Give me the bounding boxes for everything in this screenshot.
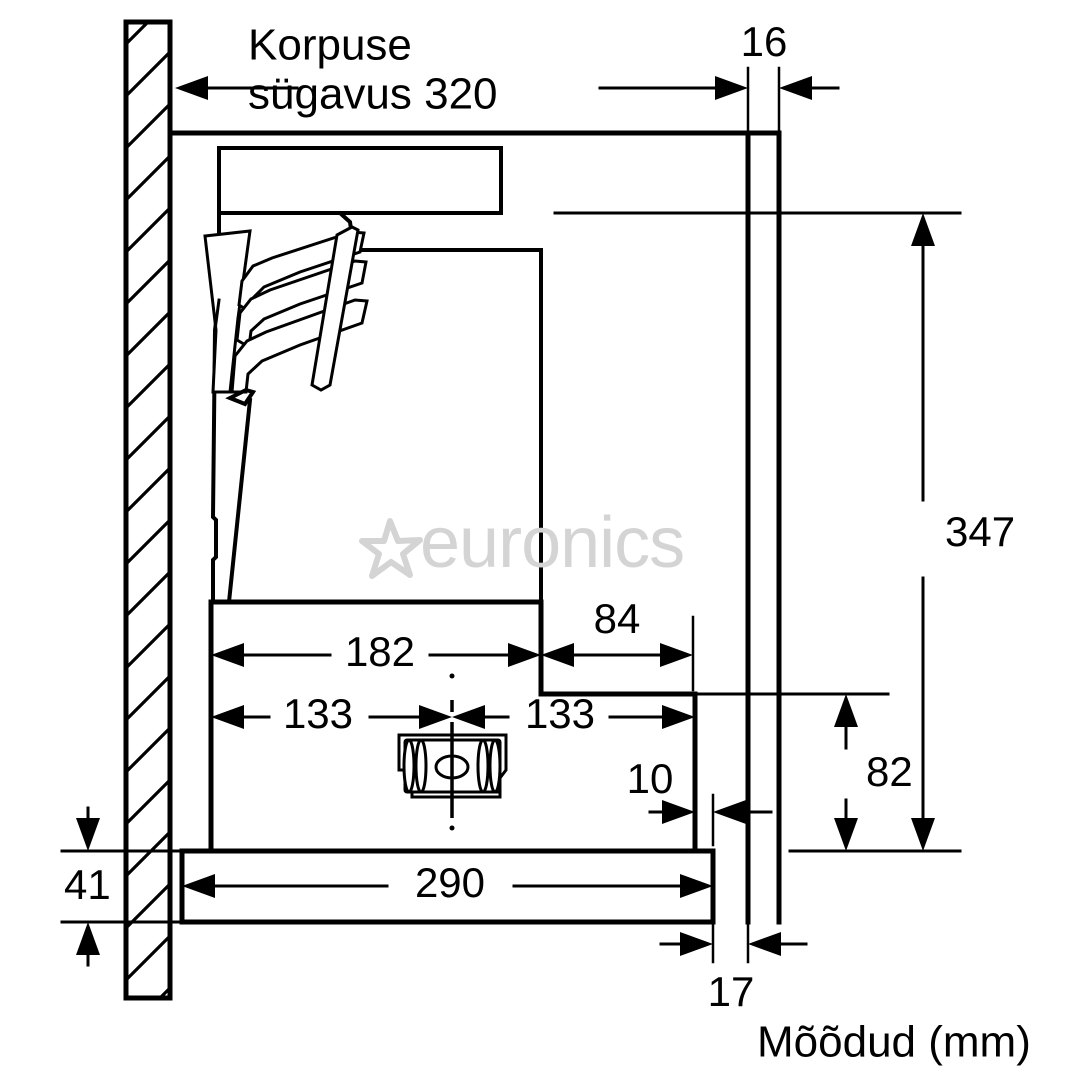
dim-84-label: 84 [594, 595, 641, 642]
watermark-label: euronics [420, 503, 684, 583]
dimension-133-right: 133 [452, 690, 695, 737]
label-korpuse: Korpuse [248, 21, 412, 70]
wall-section [123, 19, 173, 1001]
dim-82-label: 82 [866, 748, 913, 795]
dim-133-right-label: 133 [525, 690, 595, 737]
dimension-133-left: 133 [211, 690, 452, 737]
wall-hatching [126, 22, 170, 998]
dimension-347: 347 [911, 213, 1015, 851]
dimension-84: 84 [541, 595, 695, 692]
dim-16-label: 16 [741, 18, 788, 65]
dimension-82: 82 [834, 694, 913, 851]
dim-347-label: 347 [945, 508, 1015, 555]
dim-290-label: 290 [415, 859, 485, 906]
hood-appliance [203, 146, 543, 605]
motor-detail [397, 673, 508, 831]
dim-182-label: 182 [345, 628, 415, 675]
units-note: Mõõdud (mm) [757, 1018, 1031, 1067]
cabinet-outline [167, 130, 962, 925]
dimension-41: 41 [60, 806, 184, 967]
motor-centerline [449, 673, 455, 831]
dim-41-label: 41 [64, 861, 111, 908]
dim-10-label: 10 [627, 755, 674, 802]
dimension-17: 17 [659, 923, 808, 1015]
dimension-290: 290 [182, 859, 713, 906]
watermark: euronics [359, 503, 685, 583]
star-icon [359, 518, 423, 579]
dimension-10: 10 [627, 755, 773, 847]
dimension-182: 182 [211, 628, 541, 675]
dim-17-label: 17 [708, 968, 755, 1015]
dim-133-left-label: 133 [283, 690, 353, 737]
dimension-16: 16 [741, 18, 840, 135]
label-sugavus-320: sügavus 320 [248, 70, 498, 119]
dimension-cabinet-depth: Korpuse sügavus 320 [168, 21, 748, 135]
